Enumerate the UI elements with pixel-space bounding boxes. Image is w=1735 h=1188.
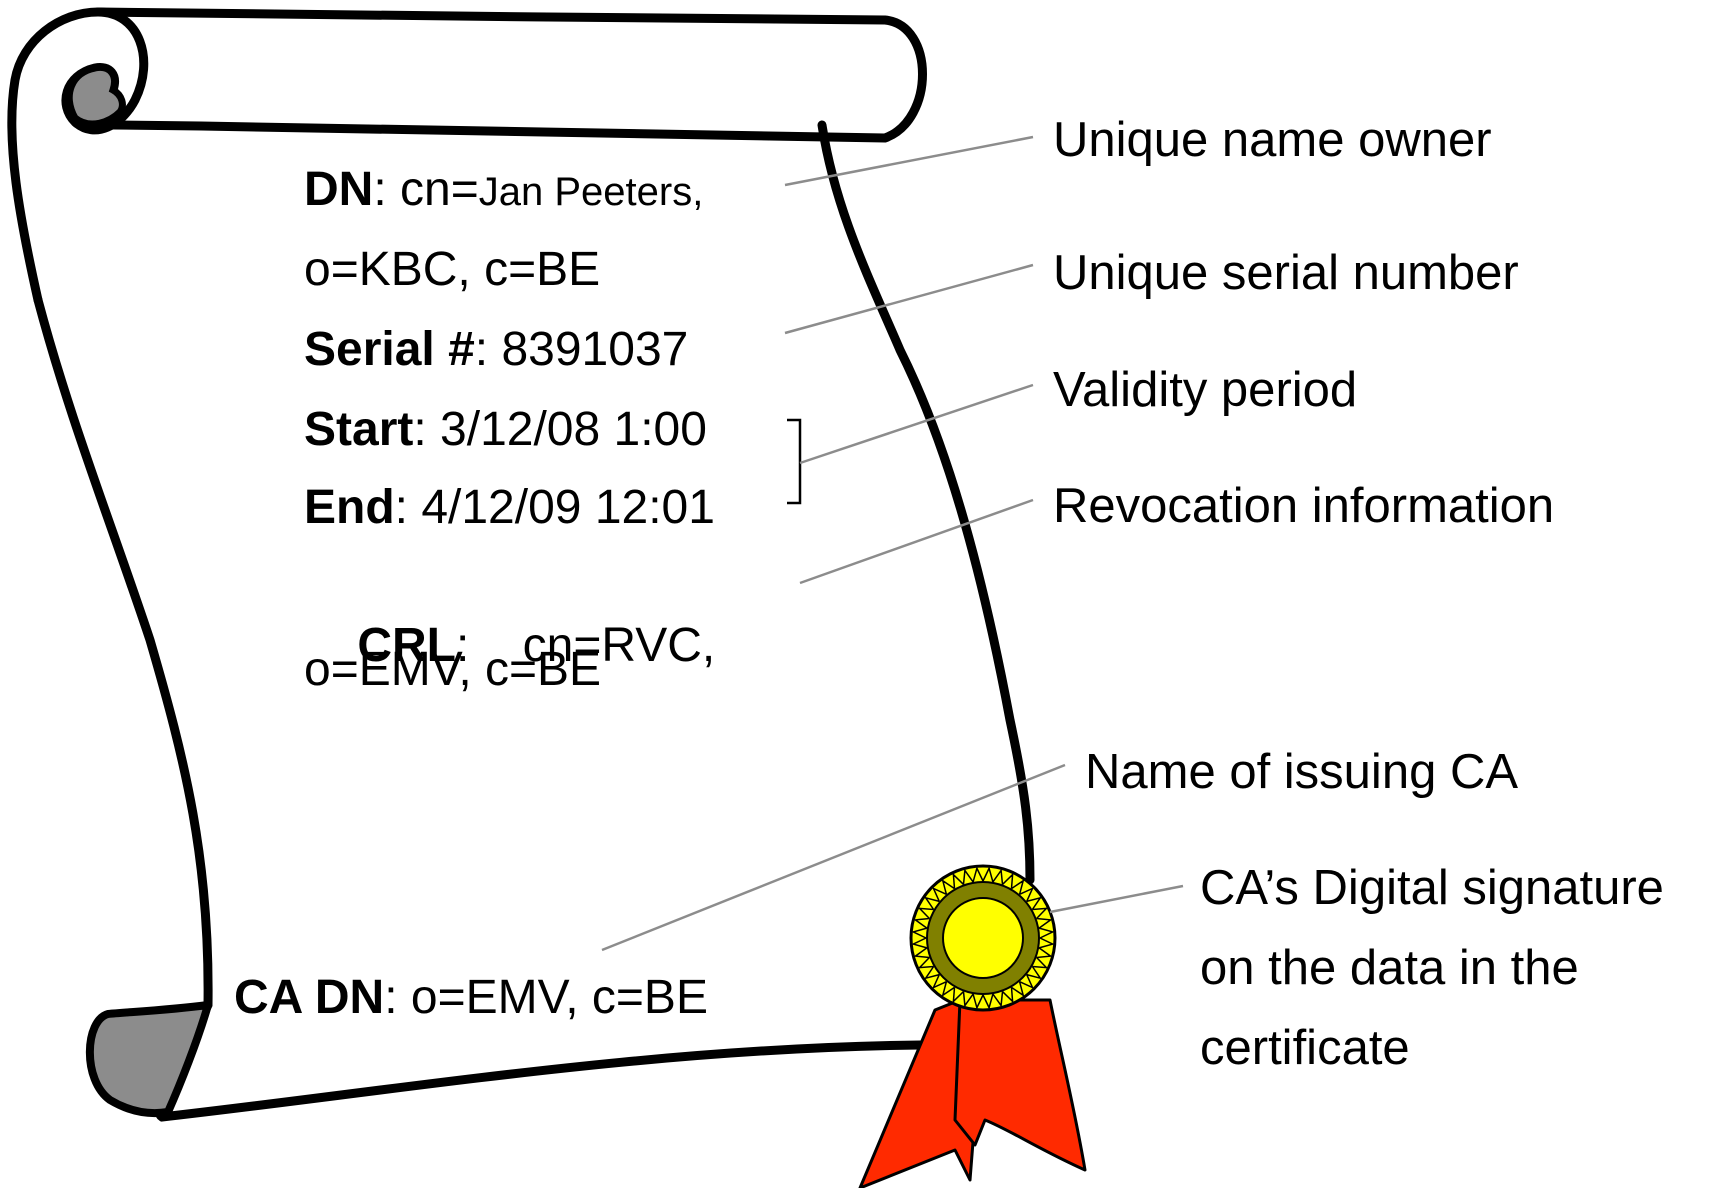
field-crl: CRL: cn=RVC, xyxy=(304,562,715,730)
callout-signature: CA’s Digital signature on the data in th… xyxy=(1200,848,1664,1088)
leader-owner xyxy=(784,135,1034,187)
field-ca-dn: CA DN: o=EMV, c=BE xyxy=(234,970,708,1026)
ca-dn-value: : o=EMV, c=BE xyxy=(384,971,708,1024)
scroll-body xyxy=(27,80,1021,1055)
signature-line-2: on the data in the xyxy=(1200,941,1579,995)
callout-owner: Unique name owner xyxy=(1053,113,1492,167)
leader-signature xyxy=(1049,884,1184,914)
callout-serial: Unique serial number xyxy=(1053,246,1519,300)
crl-value: : cn=RVC, xyxy=(456,619,716,672)
ca-dn-key: CA DN xyxy=(234,971,385,1024)
seal-sawtooth xyxy=(911,866,1055,1010)
end-key: End xyxy=(304,481,395,534)
serial-value: : 8391037 xyxy=(474,323,689,376)
dn-sep: : xyxy=(373,163,400,216)
seal-teeth xyxy=(911,866,1055,1010)
dn-name: Jan Peeters, xyxy=(478,170,704,214)
field-serial: Serial #: 8391037 xyxy=(304,322,688,378)
scroll-top-roll xyxy=(97,7,927,143)
callout-revocation: Revocation information xyxy=(1053,479,1555,533)
leader-validity xyxy=(799,383,1034,465)
callout-validity: Validity period xyxy=(1053,363,1358,417)
callout-issuer: Name of issuing CA xyxy=(1085,745,1519,799)
signature-line-1: CA’s Digital signature xyxy=(1200,861,1664,915)
field-crl-line2: o=EMV, c=BE xyxy=(304,643,602,696)
end-value: : 4/12/09 12:01 xyxy=(394,481,715,534)
dn-prefix: cn= xyxy=(400,163,479,216)
field-start: Start: 3/12/08 1:00 xyxy=(304,402,707,458)
signature-line-3: certificate xyxy=(1200,1021,1410,1075)
ribbon-right-tail xyxy=(953,998,1087,1172)
serial-key: Serial # xyxy=(304,323,475,376)
scroll-left-edge xyxy=(33,295,213,1010)
scroll-top-curl xyxy=(7,7,103,305)
leader-issuer xyxy=(601,763,1066,952)
dn-key: DN xyxy=(304,163,374,216)
scroll-bottom-curl-shade xyxy=(86,1001,212,1118)
start-value: : 3/12/08 1:00 xyxy=(413,403,707,456)
seal-center xyxy=(942,897,1024,979)
leader-serial xyxy=(784,263,1034,335)
start-key: Start xyxy=(304,403,414,456)
parchment-scroll-icon xyxy=(7,7,1035,1122)
scroll-top-curl-shade xyxy=(65,63,126,128)
field-end: End: 4/12/09 12:01 xyxy=(304,480,715,536)
validity-bracket xyxy=(787,418,802,505)
leader-revocation xyxy=(799,498,1034,585)
field-dn: DN: cn=Jan Peeters, xyxy=(304,162,703,220)
scroll-right-edge xyxy=(817,120,1035,885)
rosette-seal-icon xyxy=(909,864,1057,1012)
crl-key: CRL xyxy=(357,619,456,672)
field-dn-line2: o=KBC, c=BE xyxy=(304,243,601,296)
